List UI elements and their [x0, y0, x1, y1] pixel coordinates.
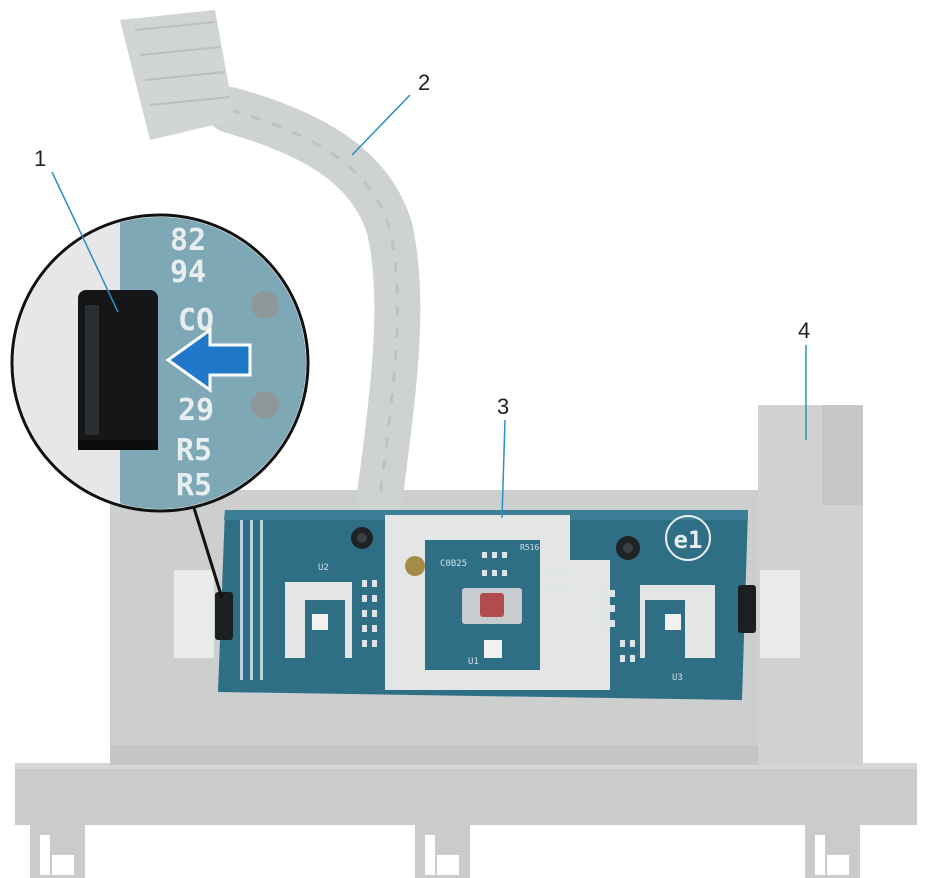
- zoom-silk-4: 29: [178, 393, 214, 428]
- zoom-silk-5: R5: [176, 433, 212, 468]
- pcb-logo-circle: [665, 515, 711, 561]
- pcb-silk-u1: U1: [468, 657, 479, 667]
- cable: [120, 10, 421, 518]
- pcb-logo-text: e1: [674, 526, 703, 554]
- pcb-silk-u2: U2: [318, 563, 329, 573]
- bracket-base-rail: [15, 763, 917, 825]
- pcb-clip-right: [738, 585, 756, 633]
- bracket-side-tab-left: [174, 570, 214, 658]
- pcb-capacitor: [405, 556, 425, 576]
- pcb-clip-left: [215, 592, 233, 640]
- callout-2: 2: [418, 70, 430, 95]
- push-arrow-icon: [165, 327, 252, 393]
- zoom-inset-border: [10, 213, 310, 513]
- pcb-silk-r516: R516: [520, 543, 539, 552]
- callouts: 1 2 3 4: [34, 70, 810, 519]
- bracket-foot-right: [805, 820, 860, 878]
- callout-4: 4: [798, 318, 810, 343]
- callout-1: 1: [34, 146, 46, 171]
- callout-3: 3: [497, 394, 509, 419]
- bracket-foot-center: [415, 820, 470, 878]
- pcb-silk-c0b25: C0B25: [440, 559, 467, 569]
- zoom-silk-6: R5: [176, 468, 212, 503]
- cable-connector: [120, 10, 235, 140]
- zoom-silk-2: 94: [170, 255, 206, 290]
- zoom-pointer-line: [188, 494, 224, 599]
- pcb-silk-u3: U3: [672, 673, 683, 683]
- leader-line-2: [351, 94, 411, 156]
- pcb-board: e1 U2 U1 U3 C0B25 R516: [215, 510, 756, 700]
- zoom-silk-1: 82: [170, 223, 206, 258]
- pcb-led: [484, 640, 502, 658]
- leader-line-3: [501, 419, 506, 519]
- bracket-side-tab-right: [760, 570, 800, 658]
- leader-line-1: [51, 171, 119, 313]
- bracket-foot-left: [30, 820, 85, 878]
